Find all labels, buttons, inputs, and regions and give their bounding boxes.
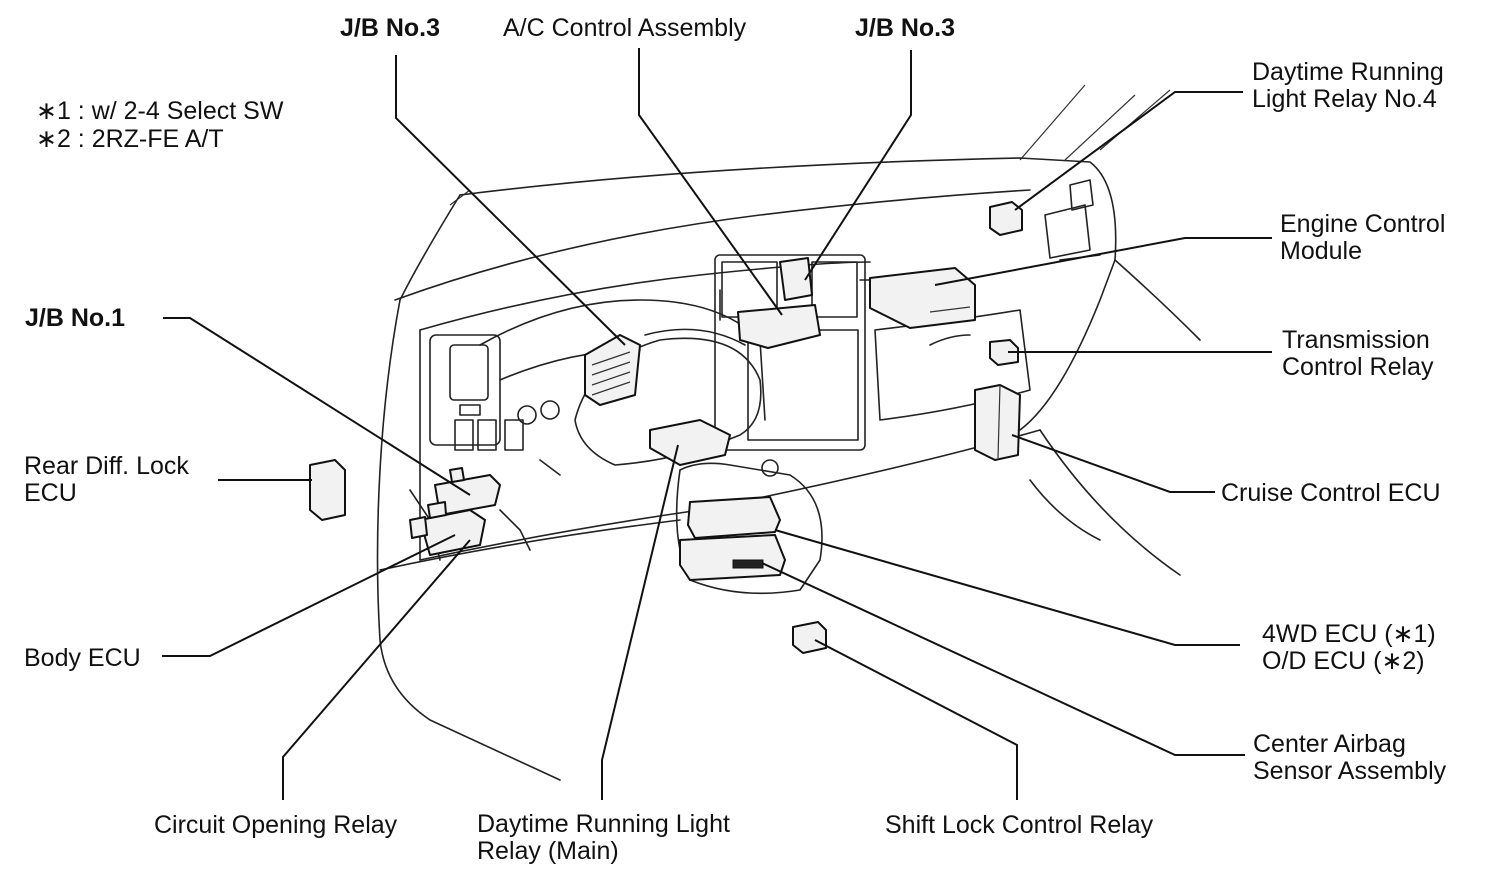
wd4-od-ecu-component — [687, 496, 781, 539]
label-jb-no3-right: J/B No.3 — [855, 14, 956, 42]
label-jb-no1: J/B No.1 — [25, 304, 126, 332]
label-drl-relay-no4-line2: Light Relay No.4 — [1252, 85, 1437, 113]
leader-center-airbag — [761, 562, 1245, 756]
label-engine-control-module-line1: Engine Control — [1280, 210, 1446, 238]
label-center-airbag-line2: Sensor Assembly — [1253, 757, 1447, 785]
leader-engine-control-module — [934, 237, 1272, 286]
engine-control-module-component — [869, 267, 976, 329]
leader-jb-no3-right — [804, 50, 912, 281]
leader-shift-lock — [814, 639, 1018, 800]
drl-relay-main-component — [649, 419, 731, 466]
label-drl-relay-main-line2: Relay (Main) — [477, 837, 619, 865]
components — [309, 201, 1023, 654]
label-rear-diff-line2: ECU — [24, 479, 77, 507]
label-engine-control-module-line2: Module — [1280, 237, 1362, 265]
transmission-control-relay-component — [989, 339, 1019, 366]
note-2: ∗2 : 2RZ-FE A/T — [36, 125, 224, 153]
cruise-control-ecu-component — [974, 384, 1021, 461]
ac-control-assembly-component — [737, 304, 821, 349]
label-shift-lock-control-relay: Shift Lock Control Relay — [885, 811, 1154, 839]
leader-body-ecu — [162, 534, 456, 657]
label-jb-no3-left: J/B No.3 — [340, 14, 441, 42]
leader-ac-control — [638, 48, 783, 316]
dashboard-outline — [376, 157, 1201, 781]
label-drl-relay-main-line1: Daytime Running Light — [477, 810, 730, 838]
label-body-ecu: Body ECU — [24, 644, 141, 672]
label-ac-control-assembly: A/C Control Assembly — [503, 14, 747, 42]
leader-drl-relay-no4 — [1014, 91, 1243, 211]
jb-no3-right-component — [779, 257, 813, 301]
jb-no1-component — [434, 467, 501, 516]
jb-no3-left-component — [584, 334, 641, 406]
label-circuit-opening-relay: Circuit Opening Relay — [154, 811, 398, 839]
leader-lines — [162, 48, 1272, 800]
label-center-airbag-line1: Center Airbag — [1253, 730, 1406, 758]
windshield-lines — [449, 84, 1171, 206]
label-transmission-relay-line1: Transmission — [1282, 326, 1430, 354]
leader-jb-no3-left — [395, 55, 626, 346]
leader-cruise-control — [1011, 434, 1215, 493]
label-drl-relay-no4-line1: Daytime Running — [1252, 58, 1444, 86]
drl-relay-no4-component — [989, 201, 1023, 236]
note-1: ∗1 : w/ 2-4 Select SW — [36, 97, 284, 125]
leader-4wd-ecu — [774, 529, 1240, 646]
leader-circuit-opening — [282, 539, 471, 800]
shift-lock-control-relay-component — [792, 621, 827, 654]
leader-drl-relay-main — [601, 444, 679, 800]
label-cruise-control-ecu: Cruise Control ECU — [1221, 479, 1441, 507]
label-4wd-ecu: 4WD ECU (∗1) — [1262, 620, 1436, 648]
center-airbag-sensor-component — [679, 534, 786, 581]
label-od-ecu: O/D ECU (∗2) — [1262, 647, 1425, 675]
leader-jb-no1 — [163, 317, 471, 496]
rear-diff-lock-ecu-component — [309, 459, 346, 521]
label-transmission-relay-line2: Control Relay — [1282, 353, 1434, 381]
label-rear-diff-line1: Rear Diff. Lock — [24, 452, 189, 480]
